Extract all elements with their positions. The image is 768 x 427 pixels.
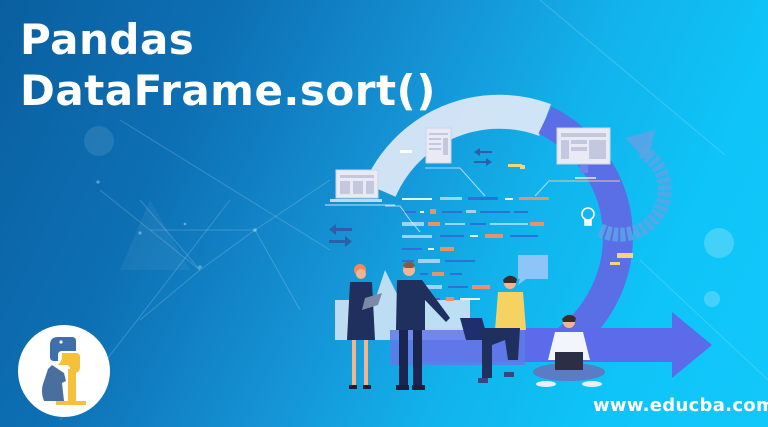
- document-monitor-icon: [400, 127, 452, 164]
- python-pandas-logo: [18, 325, 110, 417]
- chat-bubble-icon: [518, 255, 548, 279]
- website-url[interactable]: www.educba.com: [593, 395, 768, 416]
- man-standing-figure: [396, 261, 450, 390]
- circular-arrow-icon: [625, 130, 655, 162]
- page-title: Pandas DataFrame.sort(): [20, 14, 436, 116]
- man-sitting-figure: [460, 275, 526, 383]
- decor-bubble: [84, 126, 114, 156]
- laptop-monitor-icon: [325, 169, 395, 206]
- lightbulb-icon: [581, 207, 595, 226]
- decor-bubble: [704, 291, 720, 307]
- desktop-monitor-icon: [548, 127, 620, 182]
- title-line-2: DataFrame.sort(): [20, 66, 436, 115]
- decor-bubble: [704, 228, 734, 258]
- title-line-1: Pandas: [20, 15, 195, 64]
- woman-with-tablet-figure: [347, 264, 382, 389]
- python-bear-icon: [42, 337, 86, 405]
- swap-arrows-icon: [329, 148, 492, 247]
- man-cross-legged-figure: [533, 314, 605, 387]
